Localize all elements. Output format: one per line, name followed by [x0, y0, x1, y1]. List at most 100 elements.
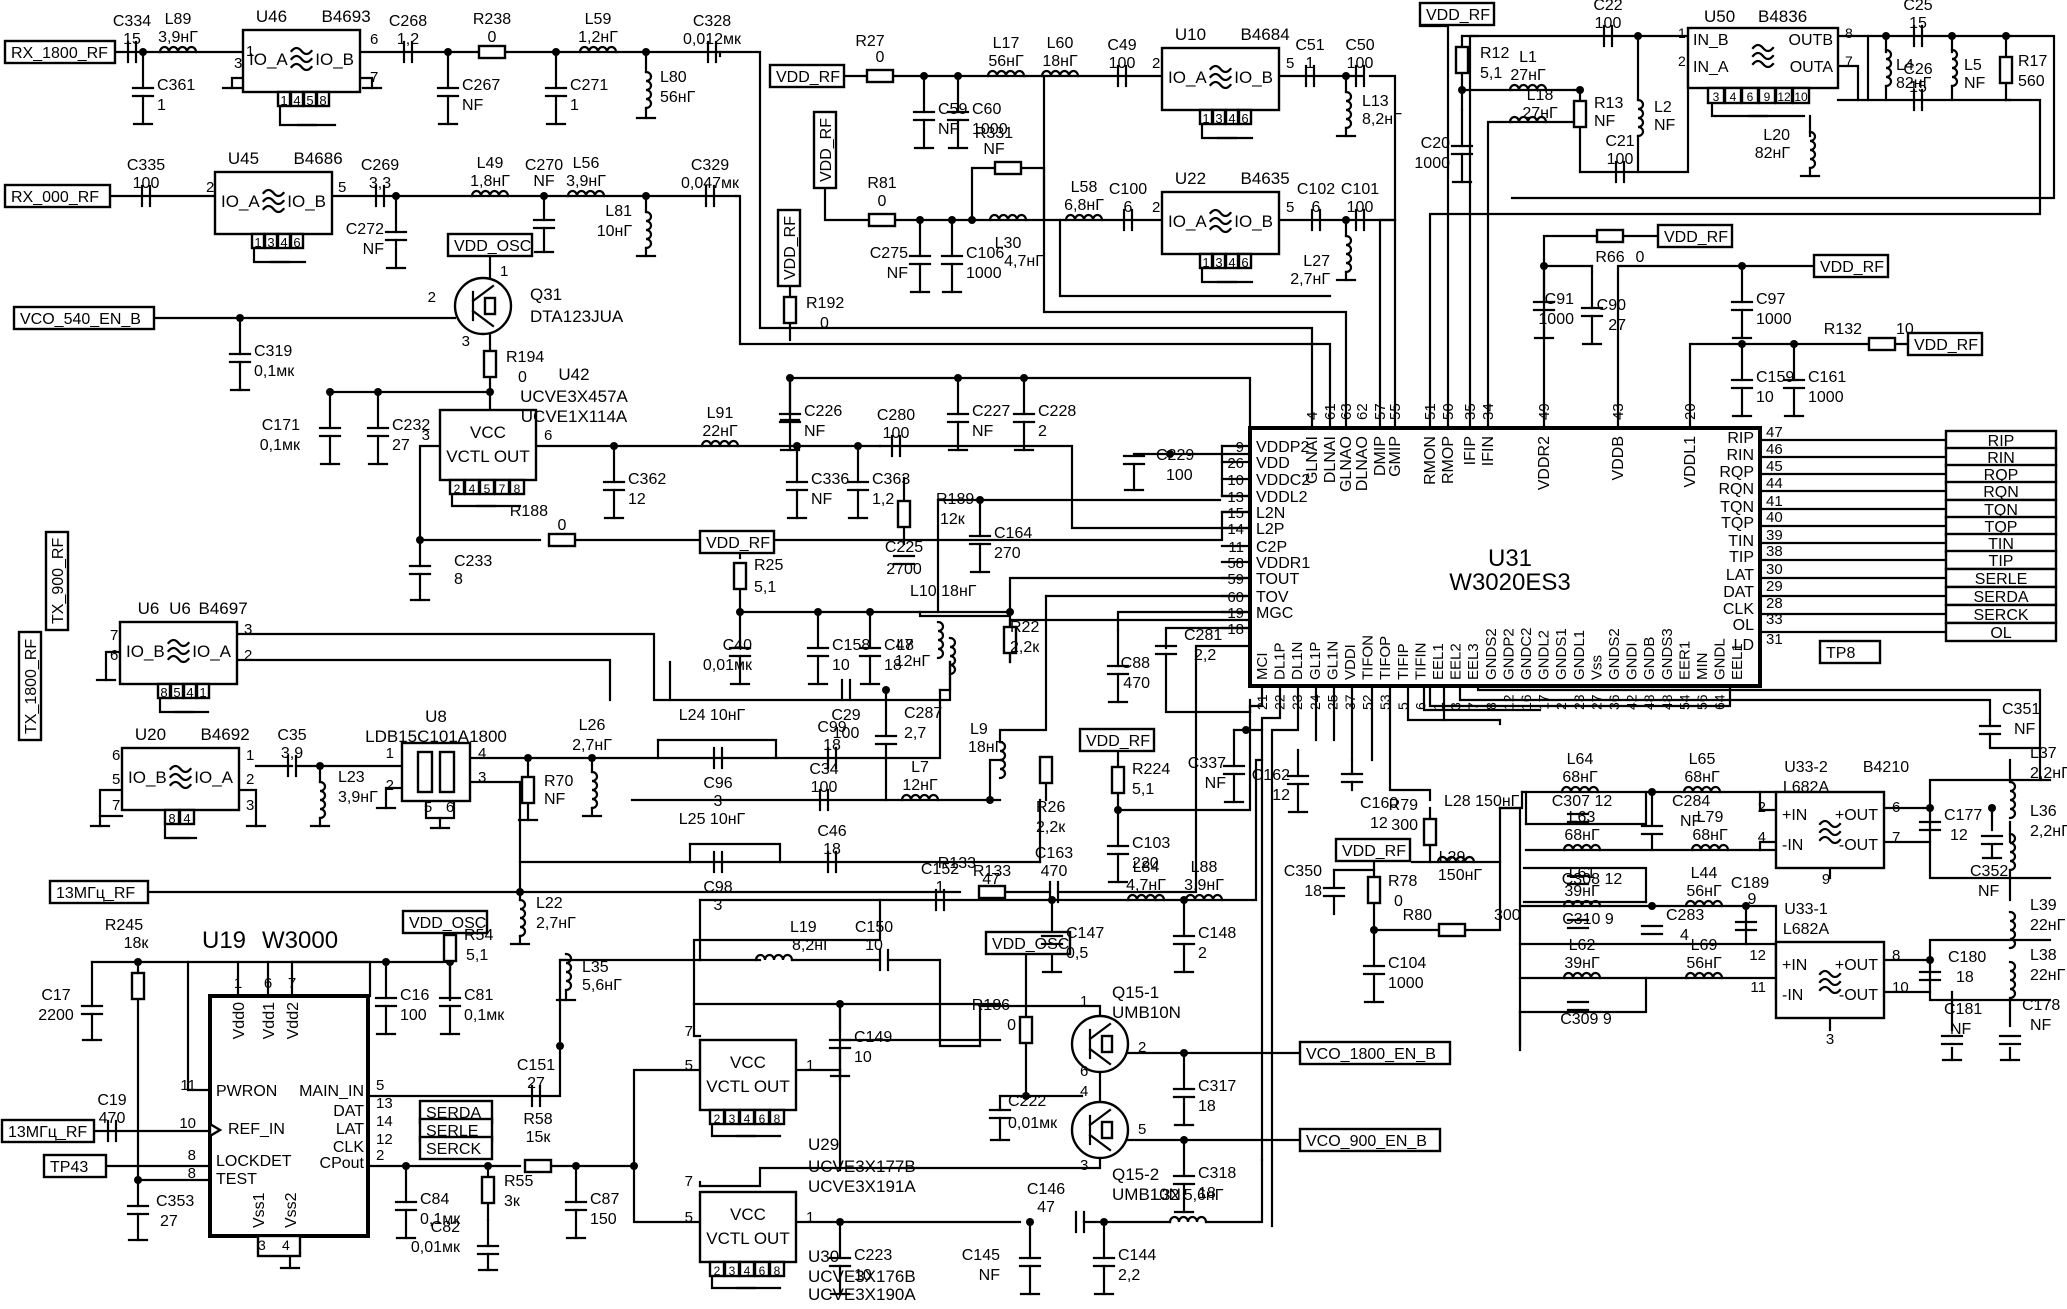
label: 38: [1766, 543, 1783, 560]
capacitor-c361: [131, 86, 155, 126]
label: 4: [744, 1112, 751, 1126]
label: TIFON: [1360, 635, 1377, 680]
label: R17: [2018, 53, 2047, 70]
capacitor-c91: [1532, 300, 1556, 340]
port-serck: SERCK: [418, 1135, 494, 1161]
value-l64: 68нГ: [1562, 769, 1598, 786]
label: R192: [806, 295, 844, 312]
wire: [1116, 610, 1252, 632]
port-tx-900-rf: TX_900_RF: [44, 530, 70, 632]
label: 54: [1676, 694, 1692, 710]
label: C270: [525, 157, 563, 174]
wire: [230, 76, 245, 90]
label: 21: [1254, 694, 1270, 710]
label: 22: [1272, 694, 1288, 710]
capacitor-c100: [1122, 208, 1134, 232]
label: VDDI: [1342, 644, 1359, 680]
wire: [450, 492, 522, 508]
capacitor-c50: [1354, 64, 1366, 88]
value-c21: 100: [1607, 151, 1634, 168]
ref-c84: C84: [420, 1191, 449, 1208]
inductor-l58: [1064, 213, 1104, 222]
value-c268: 1,2: [397, 31, 419, 48]
label: VDDC2: [1256, 472, 1310, 489]
value-c148: 2: [1198, 945, 1207, 962]
wire: [158, 696, 210, 714]
label: 0,01мк: [1008, 1115, 1058, 1132]
label: R133: [938, 855, 976, 872]
wire: [656, 738, 778, 760]
resistor-r27: [865, 68, 895, 84]
label: GNDB: [1641, 637, 1658, 680]
value-c280: 100: [883, 425, 910, 442]
wire: [1154, 758, 1264, 902]
label: R70: [544, 773, 573, 790]
inductor-l44: [1684, 899, 1724, 908]
label: 6: [1892, 799, 1900, 816]
label: C308 12: [1562, 871, 1623, 888]
label: 5,1: [466, 947, 488, 964]
label: 59: [1227, 571, 1244, 588]
resistor-r331: [993, 160, 1023, 176]
port-13mhz-rf: 13МГц_RF: [48, 879, 150, 905]
label: IO_A: [221, 192, 260, 211]
label: IO_A: [192, 642, 231, 661]
value-c329: 0,047мк: [681, 175, 740, 192]
value-c334: 15: [123, 31, 141, 48]
capacitor-c25: [1912, 24, 1924, 48]
port-tp8: TP8: [1818, 639, 1882, 665]
label: 47: [1037, 1199, 1055, 1216]
capacitor-c226: [778, 412, 802, 452]
wire: [1056, 644, 1252, 894]
ref-l61: L61: [1569, 865, 1596, 882]
inductor-l79: [1690, 843, 1730, 852]
capacitor-c47: [858, 646, 882, 686]
wire: [1378, 218, 1397, 430]
capacitor-c329: [704, 184, 716, 208]
resistor-r245: [130, 971, 146, 1001]
label: 18: [1956, 969, 1974, 986]
label: C162: [1252, 767, 1290, 784]
port-vdd-rf-4: VDD_RF: [698, 529, 776, 555]
label: R66: [1595, 249, 1624, 266]
inductor-l27: [1344, 234, 1353, 274]
label: R81: [867, 175, 896, 192]
capacitor-c309: [1566, 1000, 1590, 1012]
port-13mhz-rf-2-label: 13МГц_RF: [8, 1124, 87, 1141]
port-vco-540-en-b-label: VCO_540_EN_B: [20, 311, 141, 328]
label: U29: [808, 1135, 839, 1154]
label: GNDC2: [1518, 627, 1535, 680]
ref-c223: C223: [854, 1247, 892, 1264]
ref-c98: C98: [703, 879, 732, 896]
inductor-l60: [1040, 69, 1080, 78]
value-l58: 6,8нГ: [1064, 197, 1104, 214]
label: L9: [970, 721, 988, 738]
label: 5: [484, 482, 491, 496]
wire: [1522, 866, 1648, 904]
wire: [1486, 120, 1582, 430]
label: 4: [1228, 255, 1235, 270]
label: 2200: [38, 1007, 74, 1024]
resistor-r54: [442, 933, 458, 963]
ref-c59: C59: [938, 101, 967, 118]
inductor-l63: [1562, 843, 1602, 852]
capacitor-c228: [1012, 412, 1036, 452]
wire: [1836, 34, 1870, 102]
label: 8: [1845, 25, 1853, 41]
wire: [970, 166, 996, 222]
resistor-r192: [782, 295, 798, 325]
label: 18: [1227, 621, 1244, 638]
label: VCC: [730, 1053, 766, 1072]
label: 44: [1766, 475, 1783, 492]
label: L28 150нГ: [1444, 793, 1520, 810]
ref-c267: C267: [462, 77, 500, 94]
port-serck-label: SERCK: [426, 1141, 481, 1158]
label: 12к: [940, 511, 966, 528]
wire: [938, 660, 952, 692]
label: 2: [1553, 702, 1569, 710]
inductor-l10: [936, 620, 945, 660]
label: 34: [1480, 403, 1497, 420]
label: R186: [972, 997, 1010, 1014]
